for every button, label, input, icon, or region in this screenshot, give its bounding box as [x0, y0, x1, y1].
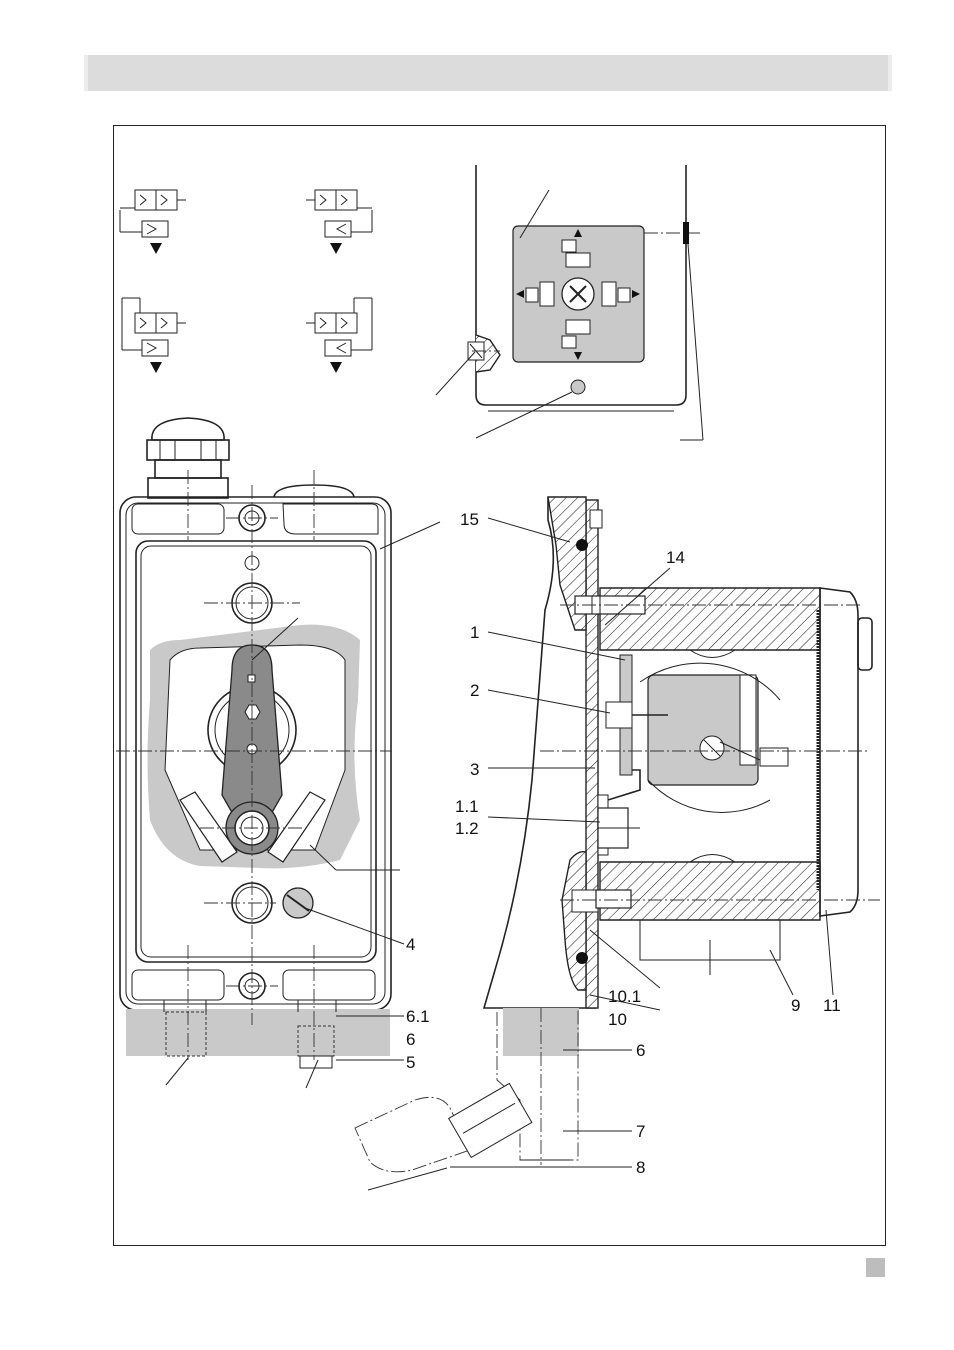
pneumatic-symbol-4 — [306, 298, 372, 373]
pneumatic-symbol-3 — [122, 298, 186, 373]
label-11: 11 — [823, 996, 841, 1015]
label-6-1: 6.1 — [406, 1007, 430, 1026]
label-3: 3 — [470, 760, 479, 779]
label-10: 10 — [608, 1010, 627, 1029]
label-7: 7 — [636, 1122, 645, 1141]
front-view — [116, 418, 400, 1088]
label-1: 1 — [470, 623, 479, 642]
label-10-1: 10.1 — [608, 987, 641, 1006]
pneumatic-symbol-2 — [306, 190, 372, 254]
label-4: 4 — [406, 935, 415, 954]
selector-plate-detail — [436, 165, 703, 440]
pneumatic-symbol-1 — [120, 190, 186, 254]
label-1-1: 1.1 — [455, 797, 479, 816]
label-5: 5 — [406, 1053, 415, 1072]
label-9: 9 — [791, 996, 800, 1015]
label-14: 14 — [666, 548, 685, 567]
label-2: 2 — [470, 681, 479, 700]
label-8: 8 — [636, 1158, 645, 1177]
label-6-left: 6 — [406, 1030, 415, 1049]
label-6-right: 6 — [636, 1041, 645, 1060]
label-15: 15 — [460, 510, 479, 529]
label-1-2: 1.2 — [455, 819, 479, 838]
